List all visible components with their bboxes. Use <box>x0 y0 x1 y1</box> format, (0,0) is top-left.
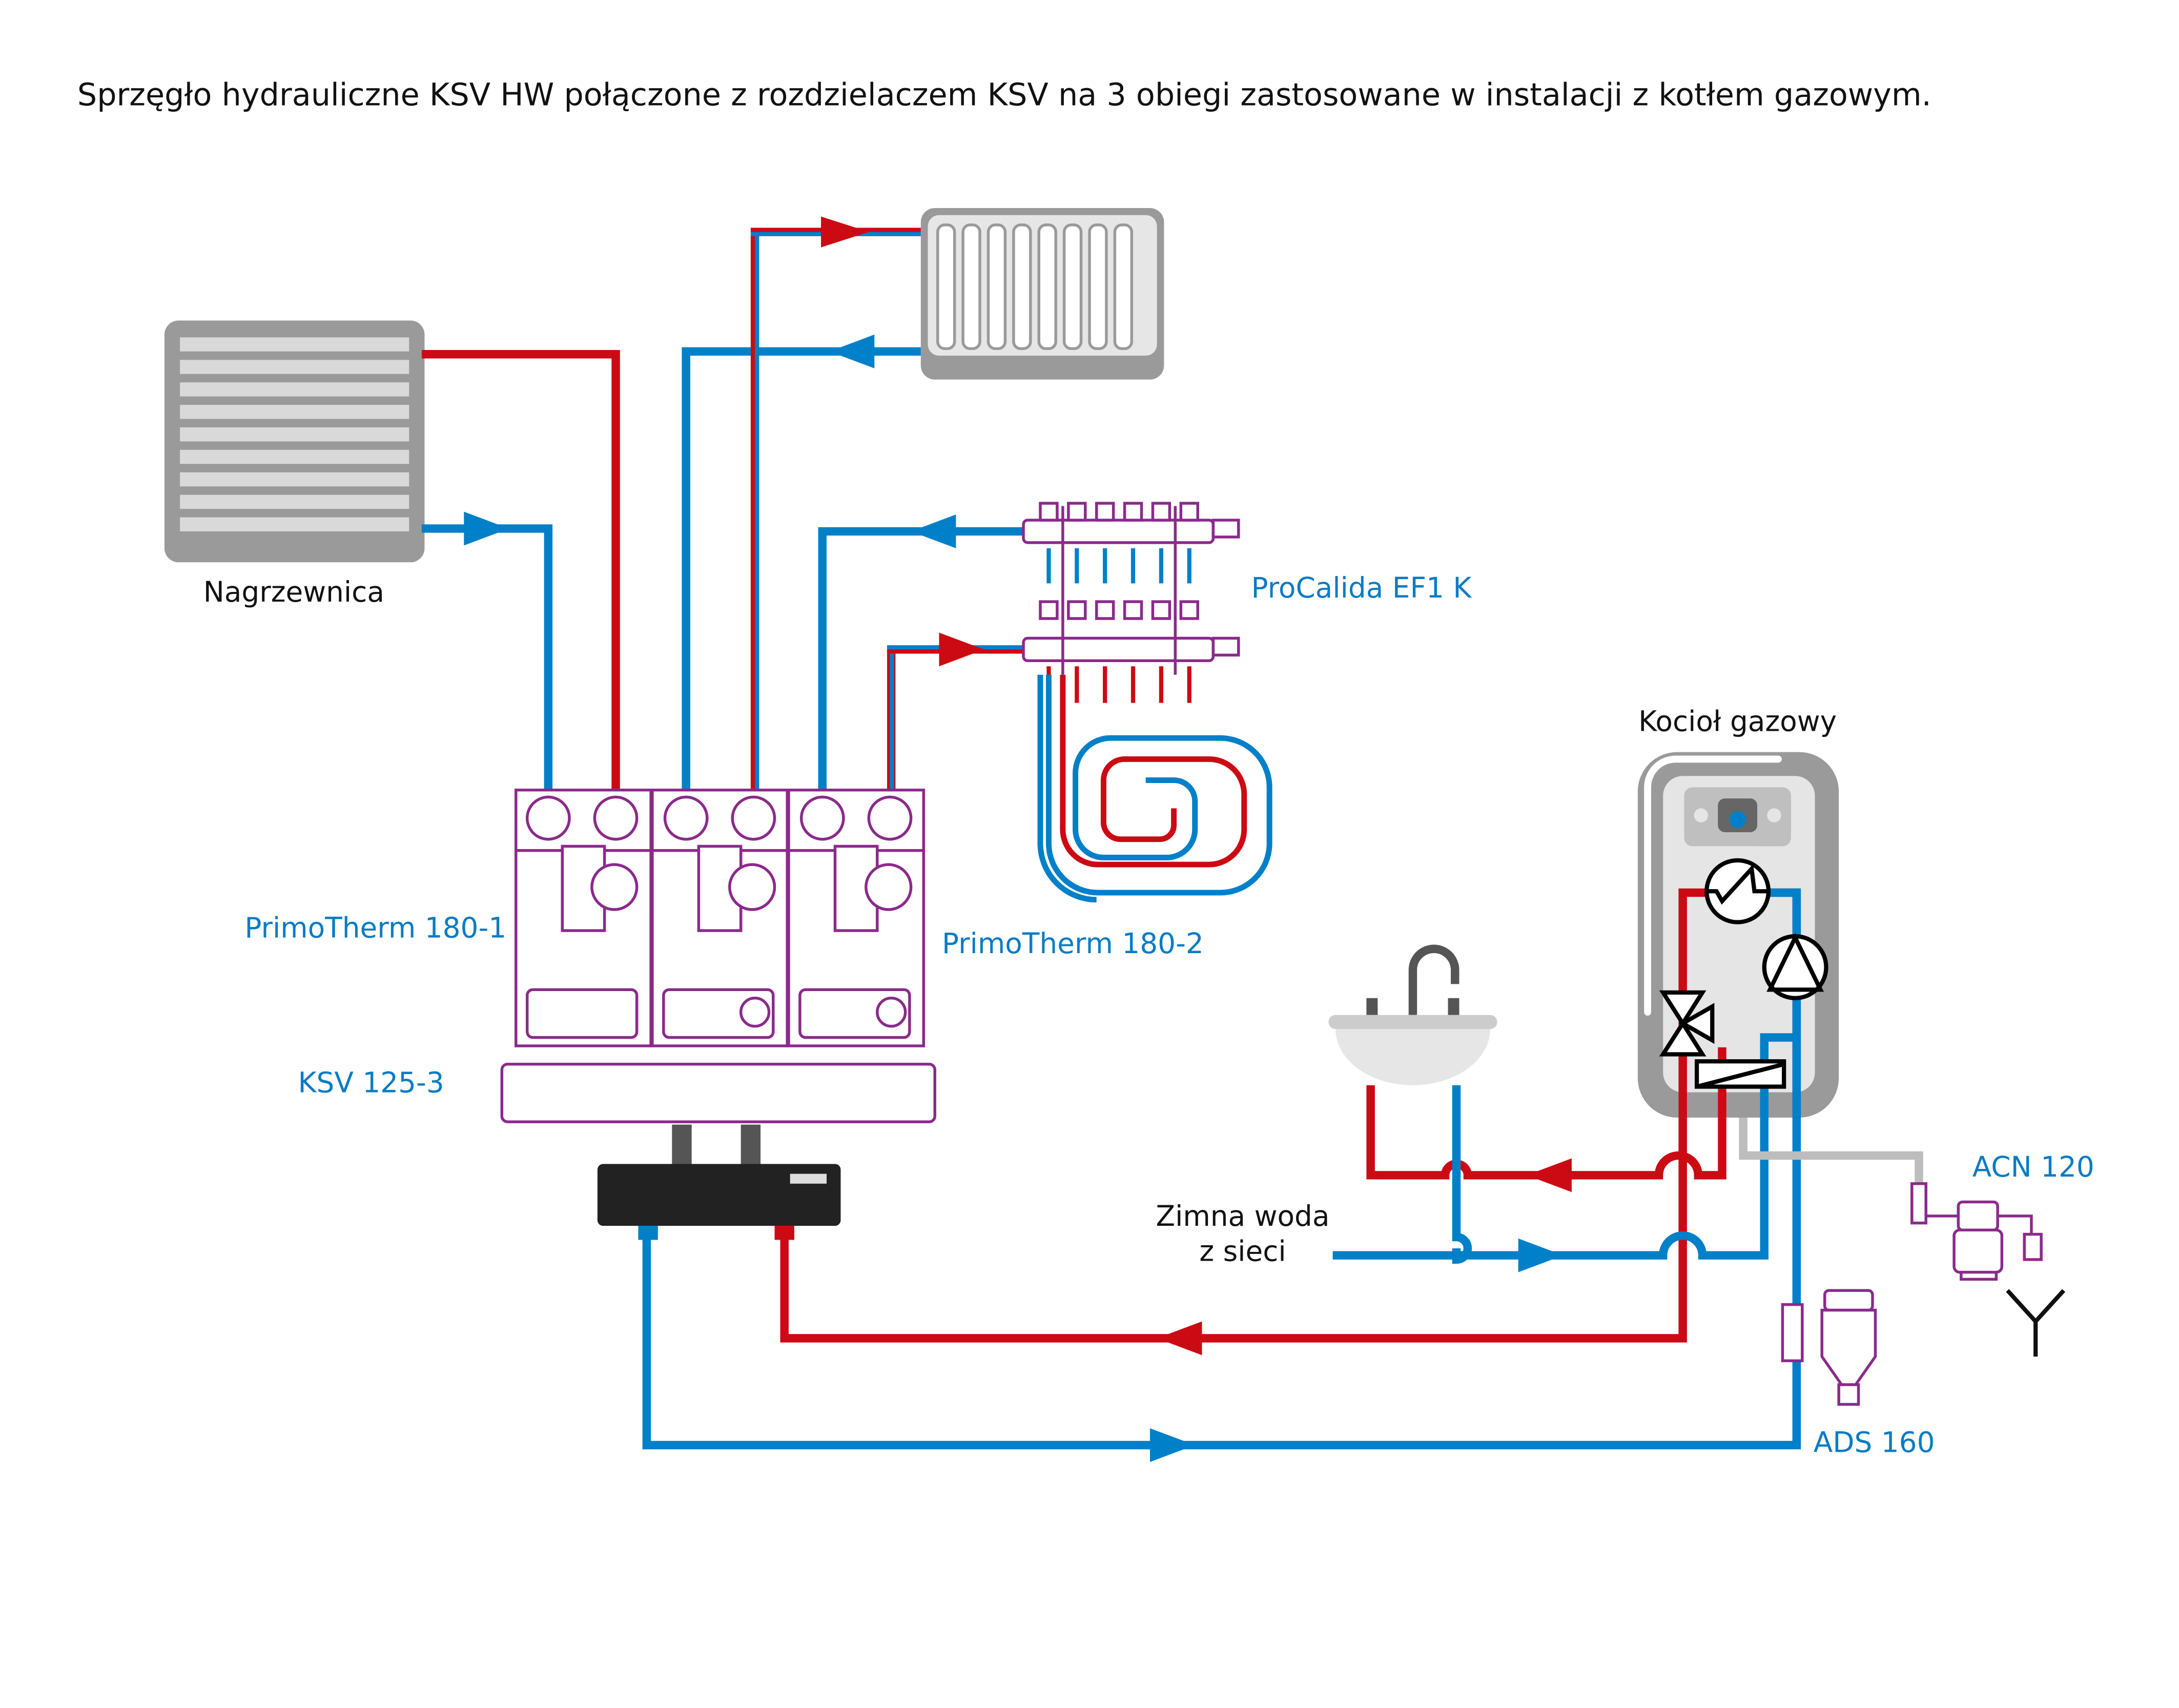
module1-label: PrimoTherm 180-1 <box>244 912 506 944</box>
floor-heating-loop <box>1037 674 1272 903</box>
heater-supply-pipe <box>421 350 620 794</box>
heater-return-pipe <box>421 524 553 794</box>
ads-label: ADS 160 <box>1814 1426 1935 1459</box>
flow-arrows <box>464 216 1572 1462</box>
distributor-label: KSV 125-3 <box>298 1066 444 1099</box>
acn-label: ACN 120 <box>1972 1150 2094 1183</box>
arrow-left-icon <box>1157 1321 1202 1355</box>
cold-water-label-line1: Zimna woda <box>1156 1200 1330 1232</box>
gas-boiler <box>1637 752 1839 1118</box>
heater-label: Nagrzewnica <box>203 575 384 608</box>
radiator-supply-pipe-vertical <box>750 232 759 794</box>
acn-neutralizer <box>1910 1182 2043 1281</box>
condensate-pipe <box>1739 1115 1923 1195</box>
boiler-label: Kocioł gazowy <box>1638 705 1837 737</box>
manifold-label: ProCalida EF1 K <box>1251 571 1472 604</box>
pipes <box>421 347 1923 1450</box>
cold-water-mains-pipe <box>1332 1037 1769 1260</box>
hot-water-pipe <box>1366 1082 1726 1180</box>
heater-unit <box>164 320 425 563</box>
floor-manifold <box>1022 502 1240 675</box>
arrow-left-icon <box>829 334 875 368</box>
ads-separator <box>1781 1289 1877 1406</box>
arrow-right-icon <box>464 511 509 546</box>
arrow-right-icon <box>939 632 984 667</box>
manifold-outlets <box>1046 548 1191 703</box>
arrow-right-icon <box>1518 1238 1564 1272</box>
cold-water-label-line2: z sieci <box>1199 1235 1286 1268</box>
drain-icon <box>2006 1289 2066 1357</box>
flame-icon <box>1729 811 1746 828</box>
radiator <box>920 208 1164 380</box>
pump-modules <box>500 788 936 1123</box>
sink <box>1328 944 1497 1085</box>
page-title: Sprzęgło hydrauliczne KSV HW połączone z… <box>77 77 1931 113</box>
hydraulic-coupling <box>597 1124 841 1240</box>
boiler-return-pipe <box>642 888 1801 1450</box>
radiator-return-pipe <box>682 347 921 794</box>
arrow-right-icon <box>1149 1428 1195 1462</box>
floor-supply-pipe-vertical <box>887 649 896 794</box>
floor-return-pipe <box>818 527 1026 794</box>
arrow-left-icon <box>911 515 956 548</box>
module2-label: PrimoTherm 180-2 <box>942 927 1204 960</box>
arrow-right-icon <box>821 216 869 248</box>
arrow-left-icon <box>1527 1158 1572 1192</box>
